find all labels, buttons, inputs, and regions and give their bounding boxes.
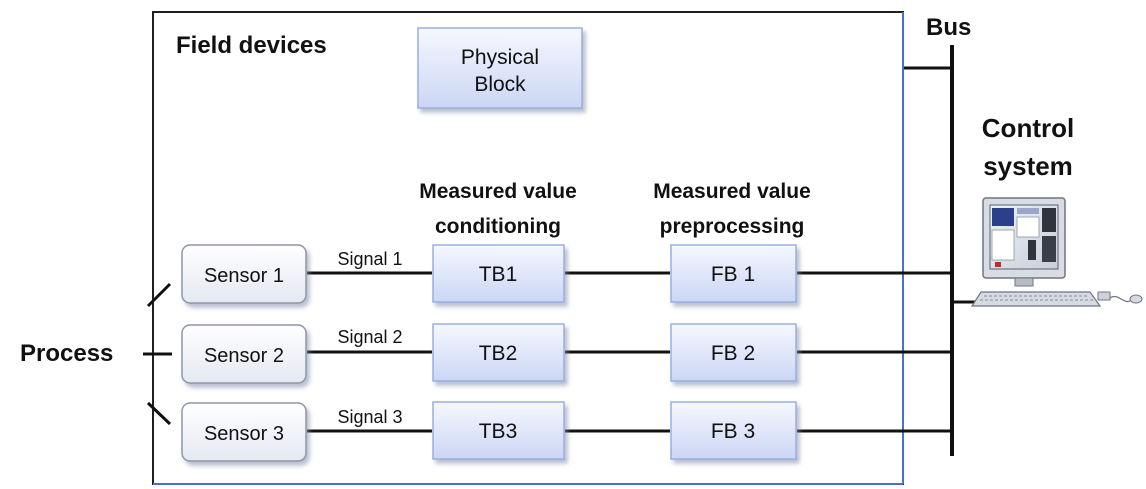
- sensor-2-box: [181, 324, 307, 384]
- bus-label: Bus: [926, 14, 971, 41]
- tb-1-label: TB1: [479, 263, 518, 286]
- control-system-label-line1: Control: [982, 113, 1074, 143]
- field-devices-title: Field devices: [176, 32, 327, 59]
- bus: [904, 45, 985, 456]
- sensor-3-box: [181, 402, 307, 462]
- fb-1-label: FB 1: [711, 263, 755, 286]
- sensor-3-label: Sensor 3: [204, 423, 284, 445]
- conditioning-heading-line2: conditioning: [435, 215, 561, 238]
- tb-1-box: [432, 244, 565, 303]
- row-3: Sensor 3 Signal 3 TB3 FB 3: [181, 401, 952, 462]
- row-2: Sensor 2 Signal 2 TB2 FB 2: [181, 323, 952, 384]
- preprocessing-heading-line1: Measured value: [653, 180, 811, 203]
- physical-block-label-line2: Block: [474, 73, 526, 96]
- fb-3-box: [670, 401, 797, 460]
- physical-block-label-line1: Physical: [461, 46, 539, 69]
- fb-3-label: FB 3: [711, 420, 755, 443]
- sensor-1-label: Sensor 1: [204, 265, 284, 287]
- tb-3-label: TB3: [479, 420, 518, 443]
- computer-icon: [970, 197, 1143, 307]
- signal-1-label: Signal 1: [337, 249, 402, 269]
- sensor-2-label: Sensor 2: [204, 345, 284, 367]
- fb-2-label: FB 2: [711, 342, 755, 365]
- preprocessing-heading-line2: preprocessing: [660, 215, 805, 238]
- tb-2-box: [432, 323, 565, 382]
- row-1: Sensor 1 Signal 1 TB1 FB 1: [181, 244, 952, 304]
- process-connectors: [143, 282, 172, 426]
- sensor-1-box: [181, 244, 307, 304]
- control-system-label-line2: system: [983, 151, 1073, 181]
- tb-3-box: [432, 401, 565, 460]
- physical-block: Physical Block: [417, 27, 583, 109]
- signal-3-label: Signal 3: [337, 407, 402, 427]
- conditioning-heading-line1: Measured value: [419, 180, 577, 203]
- process-label: Process: [20, 340, 113, 367]
- signal-2-label: Signal 2: [337, 327, 402, 347]
- tb-2-label: TB2: [479, 342, 518, 365]
- fb-2-box: [670, 323, 797, 382]
- fb-1-box: [670, 244, 797, 303]
